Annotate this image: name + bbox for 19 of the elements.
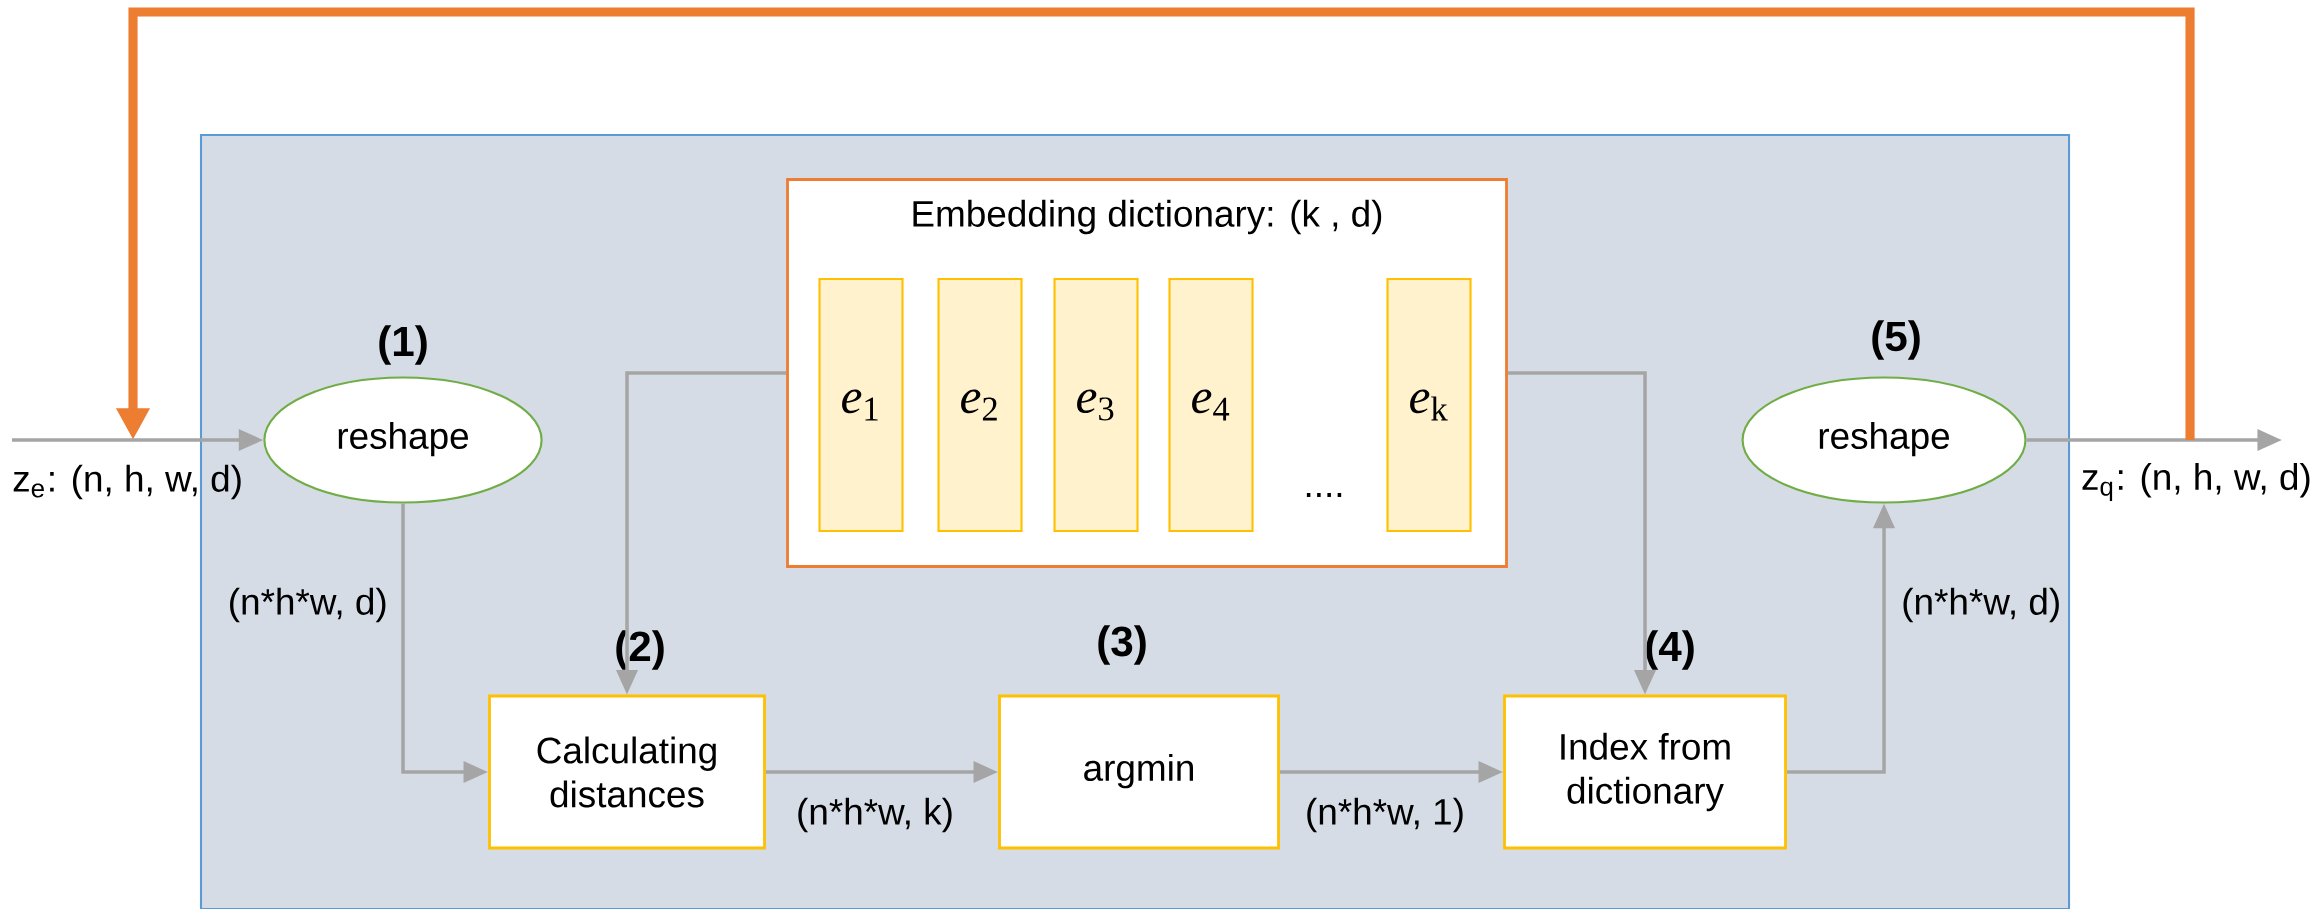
step-number: (4): [1646, 630, 1694, 670]
edge-label: (n*h*w, 1): [1307, 797, 1463, 833]
edge-label: z$_{e}$: (n, h, w, d): [13, 464, 241, 500]
embedding-vector: e$_{3}$: [1053, 277, 1139, 533]
step-number: (2): [616, 630, 664, 670]
embedding-vector: e$_{1}$: [818, 277, 904, 533]
process-box: Index from dictionary (4): [1503, 630, 1787, 850]
step-number: (1): [379, 325, 427, 365]
edge-label: z$_{q}$: (n, h, w, d): [2082, 463, 2310, 501]
edge-label: (n*h*w, d): [1903, 587, 2059, 623]
edge-label: (n*h*w, k): [798, 797, 952, 833]
process-box: Calculating distances (2): [488, 630, 766, 850]
embedding-vector: e$_{k}$: [1386, 277, 1472, 533]
step-number: (3): [1098, 625, 1146, 665]
process-box: argmin (3): [998, 625, 1280, 850]
embedding-vector: e$_{4}$: [1168, 277, 1254, 533]
step-number: (5): [1872, 320, 1920, 360]
edge-label: (n*h*w, d): [230, 587, 386, 623]
embedding-vector: e$_{2}$: [937, 277, 1023, 533]
